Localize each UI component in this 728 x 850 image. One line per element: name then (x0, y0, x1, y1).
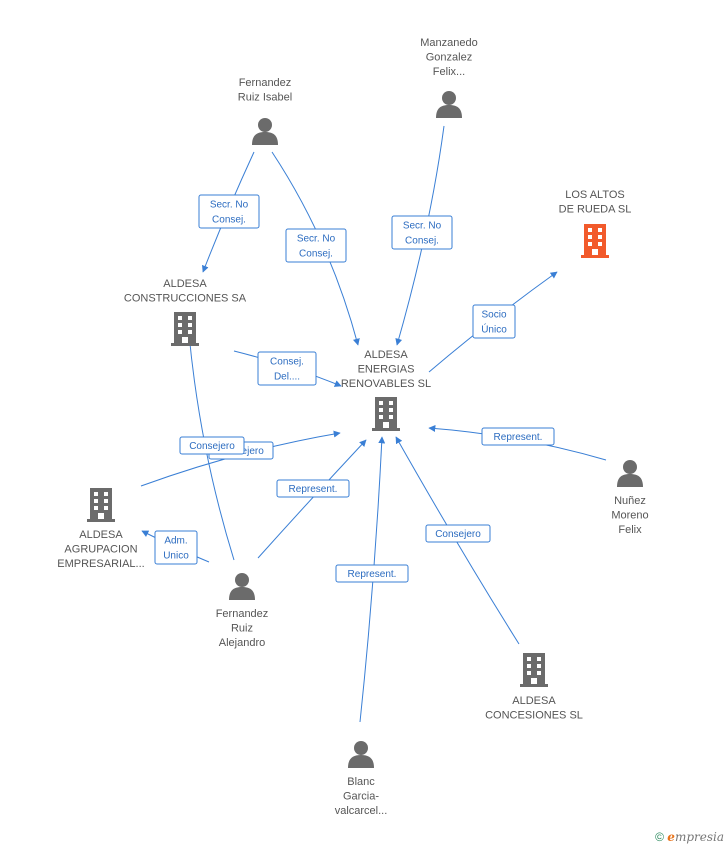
edge-label[interactable]: Adm. Unico (154, 530, 198, 565)
node-label: CONCESIONES SL (485, 710, 583, 722)
edge-label-text: Del.... (274, 372, 300, 383)
edge-label-text: Consejero (435, 529, 481, 540)
node-label: valcarcel... (335, 805, 388, 817)
building-icon (520, 653, 548, 687)
edge-label[interactable]: Consej. Del.... (257, 351, 317, 386)
edge-label[interactable]: Consejero (179, 436, 245, 455)
node-label: Felix... (433, 66, 465, 78)
node-manzanedo[interactable]: ManzanedoGonzalezFelix... (420, 37, 478, 118)
node-label: Garcia- (343, 791, 379, 803)
edge-label-text: Consejero (189, 441, 235, 452)
node-label: Manzanedo (420, 37, 478, 49)
edge-label[interactable]: Secr. No Consej. (285, 228, 347, 263)
edge-label[interactable]: Consejero (425, 524, 491, 543)
node-label: AGRUPACION (64, 544, 137, 556)
node-label: ALDESA (512, 695, 556, 707)
edge-label[interactable]: Represent. (276, 479, 350, 498)
node-label: ALDESA (79, 529, 123, 541)
brand-name: mpresia (674, 830, 724, 844)
node-aldesa-energias[interactable]: ALDESA ENERGIAS RENOVABLES SL (341, 349, 431, 431)
node-label: Fernandez (239, 77, 292, 89)
node-aldesa-concesiones[interactable]: ALDESA CONCESIONES SL (485, 653, 583, 722)
building-icon (87, 488, 115, 522)
edge-label[interactable]: Represent. (481, 427, 555, 446)
edge-label[interactable]: Represent. (335, 564, 409, 583)
edge-label-text: Adm. (164, 536, 187, 547)
person-icon (617, 460, 643, 487)
node-label: LOS ALTOS (565, 189, 625, 201)
node-label: Ruiz (231, 623, 253, 635)
person-icon (436, 91, 462, 118)
person-icon (252, 118, 278, 145)
edge-label-text: Secr. No (403, 221, 442, 232)
node-aldesa-construcciones[interactable]: ALDESA CONSTRUCCIONES SA (124, 278, 247, 346)
node-label: ALDESA (364, 349, 408, 361)
edge-labels: Secr. No Consej. Secr. No Consej. Secr. No Co… (154, 194, 555, 583)
building-icon (171, 312, 199, 346)
edge-label-text: Socio (481, 310, 506, 321)
copyright-brand[interactable]: © empresia (655, 830, 724, 844)
node-label: ENERGIAS (358, 364, 415, 376)
node-label: Alejandro (219, 637, 265, 649)
edge-label-text: Secr. No (210, 200, 249, 211)
edge-label-text: Secr. No (297, 234, 336, 245)
node-label: Moreno (611, 510, 648, 522)
node-label: RENOVABLES SL (341, 378, 431, 390)
edge-label-text: Consej. (270, 357, 304, 368)
node-label: CONSTRUCCIONES SA (124, 293, 247, 305)
edge-label-text: Unico (163, 551, 189, 562)
brand-initial: e (667, 830, 675, 844)
edge-label-text: Consej. (405, 236, 439, 247)
edge-label-text: Represent. (348, 569, 397, 580)
edge-aldesa-concesiones-to-aldesa-energias (395, 436, 520, 645)
node-label: Blanc (347, 776, 375, 788)
edge-label-text: Represent. (289, 484, 338, 495)
node-label: EMPRESARIAL... (57, 558, 144, 570)
node-label: Gonzalez (426, 52, 472, 64)
edge-label[interactable]: Secr. No Consej. (198, 194, 260, 229)
edge-label[interactable]: Secr. No Consej. (391, 215, 453, 250)
edge-label-text: Consej. (212, 215, 246, 226)
person-icon (229, 573, 255, 600)
building-icon (581, 224, 609, 258)
node-label: Nuñez (614, 495, 646, 507)
node-aldesa-agrupacion[interactable]: ALDESA AGRUPACION EMPRESARIAL... (57, 488, 145, 570)
node-label: Ruiz Isabel (238, 92, 292, 104)
node-label: DE RUEDA SL (559, 204, 632, 216)
node-blanc[interactable]: BlancGarcia-valcarcel... (335, 741, 388, 817)
edge-label-text: Consej. (299, 249, 333, 260)
person-icon (348, 741, 374, 768)
node-label: Felix (618, 524, 642, 536)
edge-fernandez-alejandro-to-aldesa-energias (257, 439, 367, 559)
node-label: Fernandez (216, 608, 269, 620)
edge-label-text: Único (481, 323, 507, 336)
node-label: ALDESA (163, 278, 207, 290)
building-icon (372, 397, 400, 431)
node-los-altos[interactable]: LOS ALTOS DE RUEDA SL (559, 189, 632, 258)
copyright-symbol: © (655, 830, 664, 844)
edge-label-text: Represent. (494, 432, 543, 443)
